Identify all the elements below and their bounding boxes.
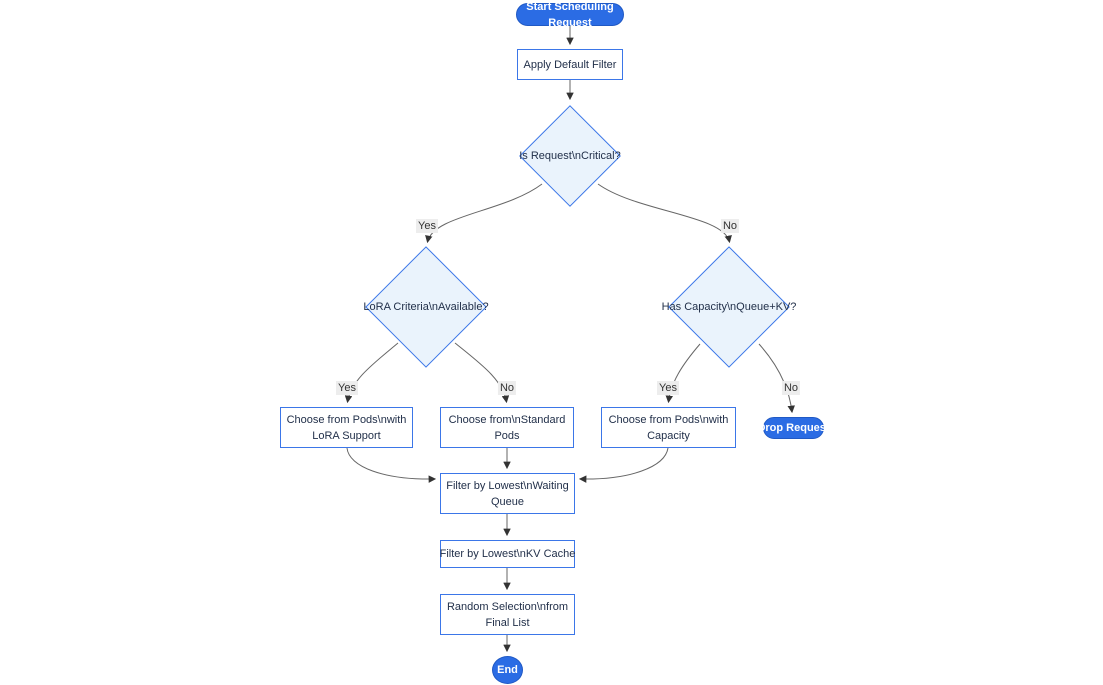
node-is-request-critical: Is Request\nCritical? — [519, 105, 621, 207]
node-lora-criteria-available: LoRA Criteria\nAvailable? — [363, 246, 489, 368]
node-has-capacity-label: Has Capacity\nQueue+KV? — [661, 301, 797, 313]
node-drop-request-label: Drop Request — [757, 422, 830, 434]
node-is-request-critical-label: Is Request\nCritical? — [519, 150, 621, 162]
node-filter-waiting-queue-label: Filter by Lowest\nWaiting Queue — [446, 479, 569, 508]
node-choose-standard-pods-label: Choose from\nStandard Pods — [448, 413, 566, 442]
edge-label-lora-yes: Yes — [336, 381, 358, 395]
edge-label-capacity-yes: Yes — [657, 381, 679, 395]
node-choose-capacity-pods-label: Choose from Pods\nwith Capacity — [608, 413, 729, 442]
node-filter-kv-cache: Filter by Lowest\nKV Cache — [440, 540, 575, 568]
edge-capacitybox-to-filterqueue — [578, 447, 669, 483]
node-drop-request: Drop Request — [757, 417, 830, 439]
edge-lorabox-to-filterqueue — [346, 447, 437, 483]
node-lora-criteria-available-label: LoRA Criteria\nAvailable? — [363, 301, 489, 313]
node-random-selection: Random Selection\nfrom Final List — [440, 594, 575, 635]
node-choose-capacity-pods: Choose from Pods\nwith Capacity — [601, 407, 736, 448]
node-has-capacity: Has Capacity\nQueue+KV? — [662, 246, 796, 368]
edge-label-critical-no: No — [720, 219, 740, 233]
node-end-label: End — [497, 664, 518, 676]
node-random-selection-label: Random Selection\nfrom Final List — [446, 600, 569, 629]
node-choose-standard-pods: Choose from\nStandard Pods — [440, 407, 574, 448]
edge-label-critical-yes: Yes — [416, 219, 438, 233]
node-apply-default-filter-label: Apply Default Filter — [523, 58, 617, 71]
node-apply-default-filter: Apply Default Filter — [517, 49, 623, 80]
node-choose-lora-pods: Choose from Pods\nwith LoRA Support — [280, 407, 413, 448]
edge-label-lora-no: No — [497, 381, 517, 395]
node-start: Start Scheduling Request — [516, 1, 624, 29]
node-end: End — [492, 656, 523, 684]
node-filter-kv-cache-label: Filter by Lowest\nKV Cache — [439, 548, 576, 560]
node-start-label: Start Scheduling Request — [526, 0, 614, 29]
node-choose-lora-pods-label: Choose from Pods\nwith LoRA Support — [286, 413, 407, 442]
edge-label-capacity-no: No — [781, 381, 801, 395]
node-filter-waiting-queue: Filter by Lowest\nWaiting Queue — [440, 473, 575, 514]
